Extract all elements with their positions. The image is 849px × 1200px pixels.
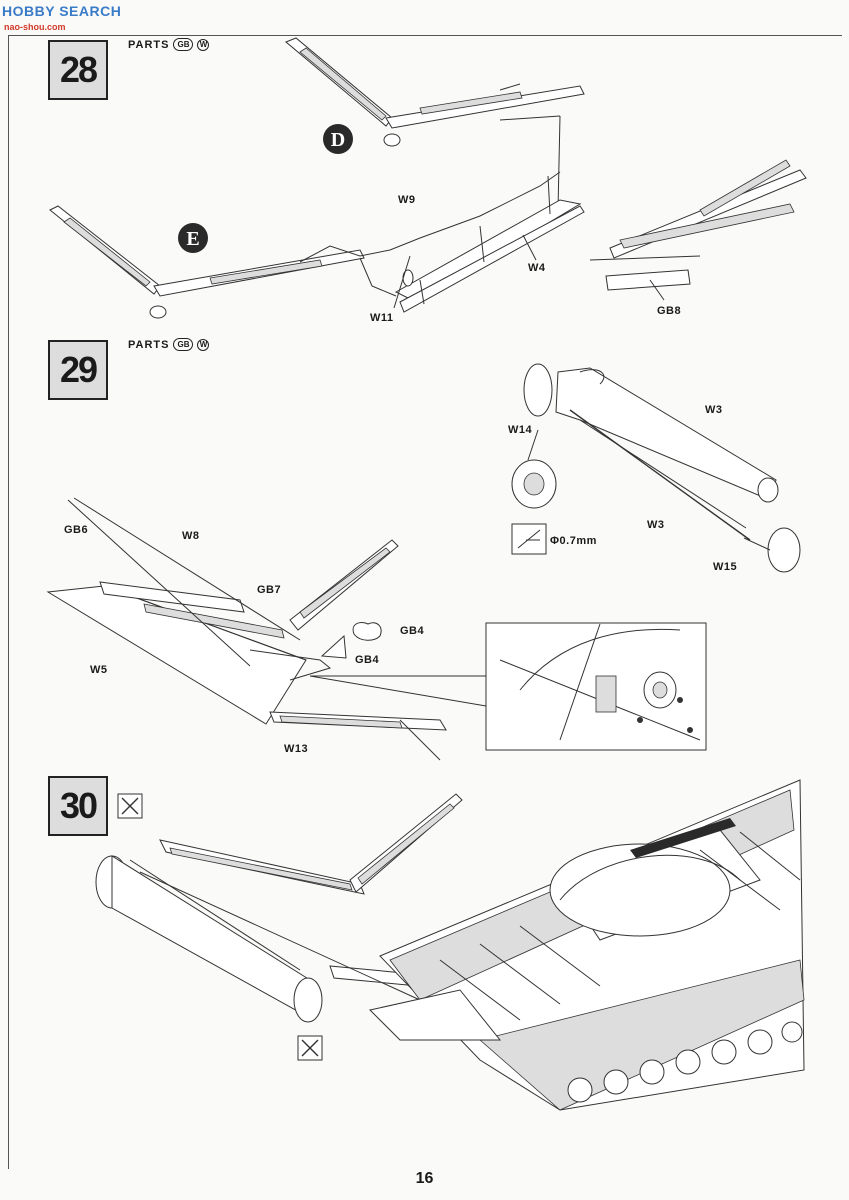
callout-d-icon: D	[323, 124, 353, 154]
step-30-drawing	[95, 779, 805, 1111]
label-w13: W13	[284, 743, 309, 755]
svg-text:D: D	[331, 129, 345, 151]
step-29-parts-header: PARTS GB W	[128, 338, 210, 351]
page-frame	[8, 35, 842, 1169]
label-gb6: GB6	[64, 524, 89, 536]
parts-label: PARTS	[128, 338, 170, 351]
label-w8: W8	[182, 530, 200, 542]
part-tag-w: W	[197, 38, 210, 51]
watermark-brand: HOBBY SEARCH	[2, 3, 122, 19]
label-drill-diameter: Φ0.7mm	[550, 535, 597, 547]
label-w3-bottom: W3	[647, 519, 665, 531]
label-w3-top: W3	[705, 404, 723, 416]
page-number: 16	[415, 1170, 434, 1187]
step-28-number: 28	[48, 40, 108, 100]
callout-e-icon: E	[178, 223, 208, 253]
label-w4: W4	[528, 262, 546, 274]
step-28-parts-header: PARTS GB W	[128, 38, 210, 51]
label-gb4-right: GB4	[400, 625, 425, 637]
no-glue-icon	[297, 1035, 323, 1061]
part-tag-gb: GB	[173, 338, 194, 351]
label-w15: W15	[713, 561, 738, 573]
part-tag-w: W	[197, 338, 210, 351]
no-glue-icon	[117, 793, 143, 819]
svg-text:E: E	[186, 228, 199, 250]
label-gb8: GB8	[657, 305, 682, 317]
label-w14: W14	[508, 424, 533, 436]
label-w5: W5	[90, 664, 108, 676]
step-29-drawing	[46, 363, 801, 761]
label-w9: W9	[398, 194, 416, 206]
step-28-drawing	[49, 37, 807, 319]
step-29-number: 29	[48, 340, 108, 400]
parts-label: PARTS	[128, 38, 170, 51]
label-gb7: GB7	[257, 584, 282, 596]
part-tag-gb: GB	[173, 38, 194, 51]
label-gb4-left: GB4	[355, 654, 380, 666]
label-w11: W11	[370, 312, 394, 324]
step-30-number: 30	[48, 776, 108, 836]
watermark-url: nao-shou.com	[4, 22, 66, 32]
